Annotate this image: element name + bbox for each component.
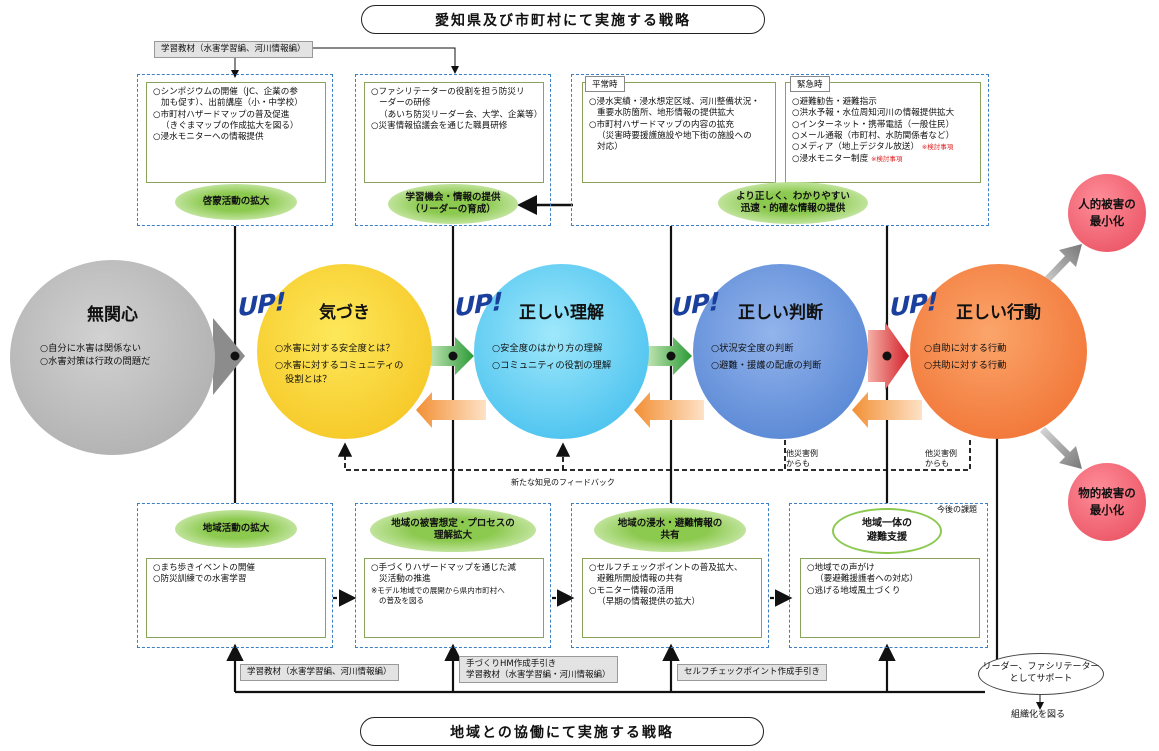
bottom-box-evacuation-support-items: ○地域での声がけ （要避難援護者への対応） ○逃げる地域風土づくり (800, 558, 980, 638)
list-item: ○浸水実績・浸水想定区域、河川整備状況・ (589, 97, 760, 107)
list-item: ○災害情報協議会を通じた職員研修 (371, 121, 508, 132)
list-item: ○浸水モニターへの情報提供 (153, 132, 264, 143)
stage-items: ○水害に対する安全度とは？ ○水害に対するコミュニティの 役割とは？ (275, 343, 404, 385)
stage-judgment-circle: 正しい判断 ○状況安全度の判断 ○避難・援護の配慮の判断 (693, 264, 868, 439)
bottom-material-label: 学習教材（水害学習編、河川情報編） (240, 664, 399, 681)
list-item: ○シンポジウムの開催（JC、企業の参 (153, 87, 298, 97)
stage-action-circle: 正しい行動 ○自助に対する行動 ○共助に対する行動 (910, 264, 1087, 439)
awareness-expansion-label: 啓蒙活動の拡大 (175, 184, 297, 220)
list-item: 加も促す）、出前講座（小・中学校） (161, 98, 303, 109)
list-item: ○浸水モニター制度 ※検討事項 (792, 153, 903, 164)
list-item: ○市町村ハザードマップの内容の拡充 (589, 119, 734, 130)
list-item: ○地域での声がけ (807, 563, 875, 573)
list-item: （災害時要援護施設や地下街の施設への (597, 131, 752, 142)
list-item: （あいち防災リーダー会、大学、企業等） (379, 109, 543, 120)
list-item: 避難所開設情報の共有 (597, 574, 683, 585)
top-box-awareness-items: ○シンポジウムの開催（JC、企業の参 加も促す）、出前講座（小・中学校） ○市町… (146, 82, 326, 183)
list-item: ○セルフチェックポイントの普及拡大、 (589, 563, 743, 573)
list-item: ○避難勧告・避難指示 (792, 97, 877, 107)
normal-time-heading: 平常時 (585, 76, 625, 92)
list-item: ○インターネット・携帯電話（一般住民） (792, 119, 955, 130)
list-item: ーダーの研修 (379, 98, 431, 109)
stage-understanding-circle: 正しい理解 ○安全度のはかり方の理解 ○コミュニティの役割の理解 (474, 264, 649, 439)
list-item: ○モニター情報の活用 (589, 585, 674, 596)
list-item: の普及を図る (379, 595, 424, 605)
bottom-box-info-sharing-items: ○セルフチェックポイントの普及拡大、 避難所開設情報の共有 ○モニター情報の活用… (582, 558, 762, 638)
local-activity-label: 地域活動の拡大 (175, 510, 297, 548)
stage-items: ○安全度のはかり方の理解 ○コミュニティの役割の理解 (492, 343, 612, 372)
list-item: ○まち歩きイベントの開催 (153, 563, 256, 573)
list-item: ○メディア（地上デジタル放送） ※検討事項 (792, 142, 954, 153)
selfcheck-guide-label: セルフチェックポイント作成手引き (677, 664, 828, 681)
evacuation-support-label: 地域一体の 避難支援 (832, 508, 942, 554)
damage-understanding-label: 地域の被害想定・プロセスの 理解拡大 (370, 508, 536, 552)
top-box-information (571, 74, 989, 226)
other-disaster-note: 他災害例 からも (925, 449, 957, 469)
list-item: ○逃げる地域風土づくり (807, 585, 901, 596)
feedback-label: 新たな知見のフィードバック (511, 478, 615, 487)
emergency-panel: ○避難勧告・避難指示 ○洪水予報・水位周知河川の情報提供拡大 ○インターネット・… (785, 82, 981, 183)
stage-title: 正しい判断 (738, 303, 823, 323)
list-item: ○市町村ハザードマップの普及促進 (153, 109, 290, 120)
review-note: ※検討事項 (870, 154, 903, 163)
list-item: ○メール通報（市町村、水防関係者など） (792, 131, 955, 142)
bottom-box-local-activity (137, 503, 333, 648)
bottom-box-evacuation-support (789, 503, 988, 648)
future-issue-tag: 今後の課題 (937, 505, 977, 514)
stage-items: ○自分に水害は関係ない ○水害対策は行政の問題だ (40, 343, 151, 368)
list-item: （要避難援護者への対応） (815, 574, 919, 585)
hm-guide-label: 手づくりHM作成手引き 学習教材（水害学習編・河川情報編） (459, 656, 618, 684)
emergency-heading: 緊急時 (790, 76, 830, 92)
bottom-box-damage-understanding (355, 503, 551, 648)
bottom-box-local-activity-items: ○まち歩きイベントの開催 ○防災訓練での水害学習 (146, 558, 326, 638)
list-item: ○洪水予報・水位周知河川の情報提供拡大 (792, 108, 955, 119)
normal-time-panel: ○浸水実績・浸水想定区域、河川整備状況・ 重要水防箇所、地形情報の提供拡大 ○市… (582, 82, 776, 183)
list-item: ○ファシリテーターの役割を担う防災リ (371, 87, 525, 97)
stage-items: ○状況安全度の判断 ○避難・援護の配慮の判断 (711, 343, 822, 372)
top-box-learning-items: ○ファシリテーターの役割を担う防災リ ーダーの研修 （あいち防災リーダー会、大学… (364, 82, 544, 183)
stage-title: 正しい行動 (956, 303, 1041, 323)
property-damage-minimization: 物的被害の 最小化 (1068, 463, 1146, 541)
leader-support-oval: リーダー、ファシリテーター としてサポート (978, 653, 1104, 695)
info-sharing-label: 地域の浸水・避難情報の 共有 (594, 508, 746, 552)
top-material-label: 学習教材（水害学習編、河川情報編） (154, 41, 313, 58)
stage-title: 正しい理解 (519, 303, 604, 323)
bottom-box-info-sharing (571, 503, 769, 648)
stage-items: ○自助に対する行動 ○共助に対する行動 (924, 343, 1007, 372)
learning-opportunity-label: 学習機会・情報の提供 （リーダーの育成） (388, 184, 518, 224)
stage-title: 無関心 (87, 305, 138, 325)
top-strategy-title: 愛知県及び市町村にて実施する戦略 (361, 5, 765, 34)
human-damage-minimization: 人的被害の 最小化 (1068, 174, 1146, 252)
stage-title: 気づき (319, 303, 370, 323)
bottom-strategy-title: 地域との協働にて実施する戦略 (360, 717, 764, 746)
review-note: ※検討事項 (921, 143, 954, 152)
bottom-box-damage-understanding-items: ○手づくりハザードマップを通じた減 災活動の推進 ※モデル地域での展開から県内市… (364, 558, 544, 638)
list-item: ○手づくりハザードマップを通じた減 (371, 563, 516, 573)
list-item: （きぐまマップの作成拡大を図る） (161, 121, 299, 132)
stage-awareness-circle: 気づき ○水害に対する安全度とは？ ○水害に対するコミュニティの 役割とは？ (257, 264, 432, 439)
list-item: 災活動の推進 (379, 574, 431, 585)
stage-indifference-circle: 無関心 ○自分に水害は関係ない ○水害対策は行政の問題だ (10, 260, 215, 455)
top-box-awareness (137, 74, 333, 226)
list-item: 対応） (597, 142, 623, 153)
list-item: 重要水防箇所、地形情報の提供拡大 (597, 108, 735, 119)
information-provision-label: より正しく、わかりやすい 迅速・的確な情報の提供 (718, 182, 868, 224)
list-item: ※モデル地域での展開から県内市町村へ (371, 585, 505, 595)
list-item: （早期の情報提供の拡大） (597, 597, 701, 608)
list-item: ○防災訓練での水害学習 (153, 574, 247, 585)
organization-label: 組織化を図る (1011, 710, 1066, 720)
top-box-learning (355, 74, 551, 226)
other-disaster-note: 他災害例 からも (786, 449, 818, 469)
